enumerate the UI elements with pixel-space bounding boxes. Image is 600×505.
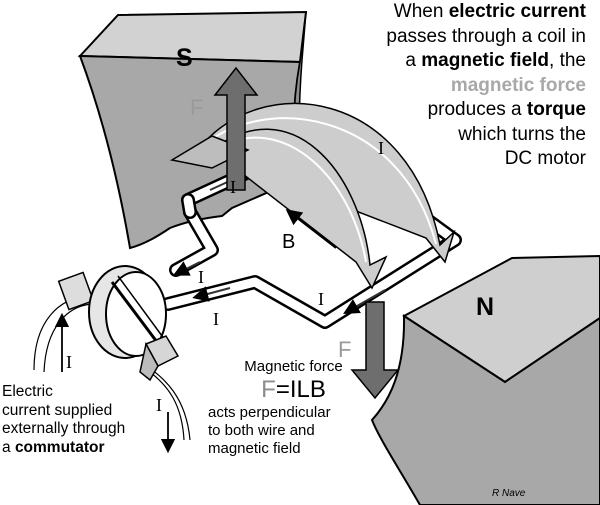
description-caption: When electric current passes through a c… bbox=[346, 0, 586, 172]
caption-text: produces a bbox=[427, 99, 527, 120]
current-label: I bbox=[230, 177, 236, 197]
force-desc-line: to both wire and bbox=[208, 422, 315, 439]
force-label-top: F bbox=[190, 95, 203, 120]
formula-rest: =ILB bbox=[275, 376, 326, 403]
force-formula: F=ILB bbox=[206, 376, 381, 404]
force-title: Magnetic force bbox=[244, 358, 343, 375]
caption-text: , the bbox=[549, 50, 586, 71]
commutator-caption: Electric current supplied externally thr… bbox=[2, 383, 125, 457]
author-credit: R Nave bbox=[492, 488, 526, 499]
current-label: I bbox=[198, 267, 204, 287]
caption-text: DC motor bbox=[504, 148, 586, 169]
force-formula-block: Magnetic force F=ILB acts perpendicular … bbox=[206, 358, 381, 458]
north-pole-label: N bbox=[476, 293, 494, 321]
current-label: I bbox=[213, 309, 219, 329]
field-arrow bbox=[285, 209, 337, 249]
current-label: I bbox=[156, 395, 162, 415]
current-label: I bbox=[66, 352, 72, 372]
commutator-text: current supplied bbox=[2, 401, 113, 419]
caption-text: When bbox=[393, 1, 449, 22]
field-label: B bbox=[282, 231, 295, 253]
formula-f: F bbox=[261, 376, 276, 403]
force-label-bottom: F bbox=[338, 337, 351, 362]
commutator-text: externally through bbox=[2, 420, 126, 438]
caption-bold-text: magnetic field bbox=[421, 50, 550, 71]
force-desc-line: acts perpendicular bbox=[208, 404, 331, 421]
force-arrow-down bbox=[350, 301, 400, 400]
commutator-text: Electric bbox=[2, 383, 53, 400]
force-desc-line: magnetic field bbox=[208, 440, 301, 457]
north-magnet bbox=[370, 254, 600, 505]
caption-text: a bbox=[405, 50, 422, 71]
commutator bbox=[57, 265, 180, 382]
south-pole-label: S bbox=[176, 44, 193, 72]
caption-bold-text: torque bbox=[526, 99, 586, 120]
commutator-text: a bbox=[2, 438, 15, 456]
current-label: I bbox=[318, 289, 324, 309]
caption-text: which turns the bbox=[458, 123, 586, 145]
force-arrow-up bbox=[213, 66, 259, 191]
caption-grey-text: magnetic force bbox=[450, 74, 586, 96]
caption-bold-text: electric current bbox=[448, 1, 586, 22]
caption-text: passes through a coil in bbox=[386, 25, 586, 47]
current-label: I bbox=[378, 138, 384, 158]
commutator-bold-text: commutator bbox=[14, 438, 105, 456]
